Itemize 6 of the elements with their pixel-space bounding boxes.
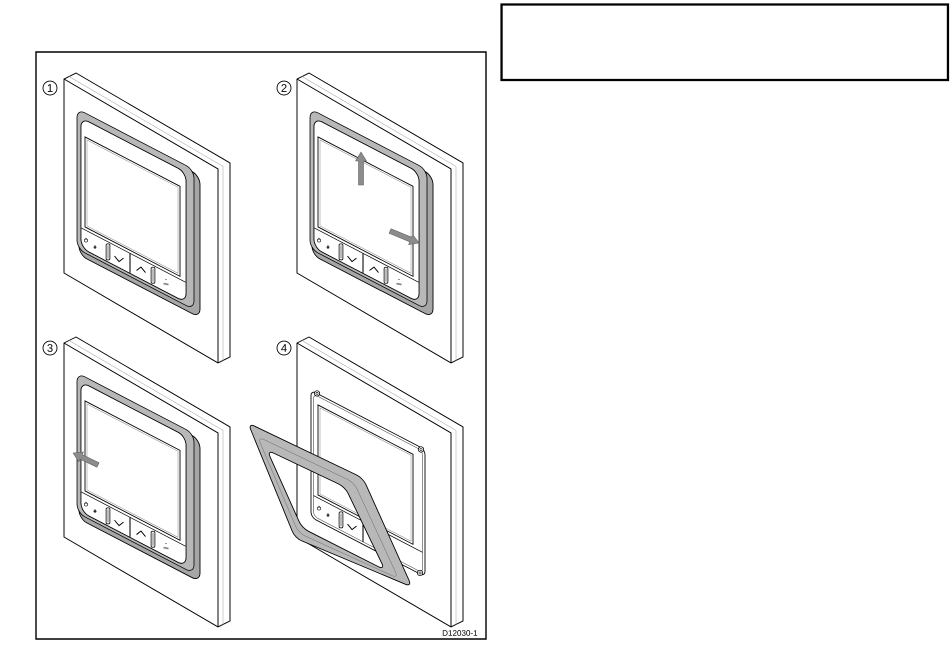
drawing-number: D12030-1 xyxy=(442,630,478,636)
callout-number: 4 xyxy=(276,340,292,356)
empty-box xyxy=(500,3,950,82)
callout-number: 1 xyxy=(42,80,58,96)
callout-number: 2 xyxy=(276,80,292,96)
callout-number: 3 xyxy=(42,340,58,356)
